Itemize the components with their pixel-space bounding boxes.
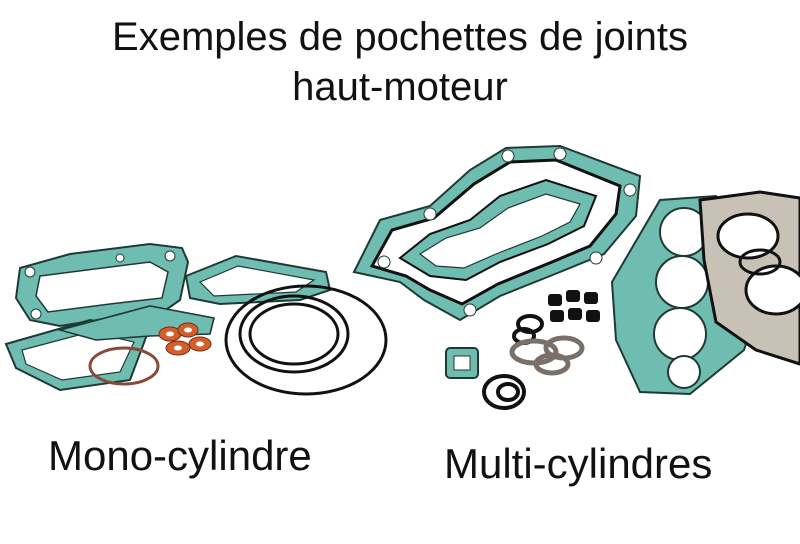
- multi-cylinder-kit: [352, 144, 800, 410]
- black-orings: [224, 284, 388, 396]
- caption-mono-cylinder: Mono-cylindre: [48, 432, 312, 479]
- copper-washers: [158, 322, 212, 356]
- mono-cylinder-kit: [4, 242, 388, 396]
- title-line-2: haut-moteur: [292, 65, 508, 109]
- small-orings: [482, 374, 526, 410]
- oring-small: [88, 346, 160, 386]
- metal-rings: [509, 335, 585, 376]
- title-line-1: Exemples de pochettes de joints: [112, 15, 688, 59]
- caption-multi-cylinder: Multi-cylindres: [444, 440, 713, 487]
- valve-seals: [512, 290, 600, 345]
